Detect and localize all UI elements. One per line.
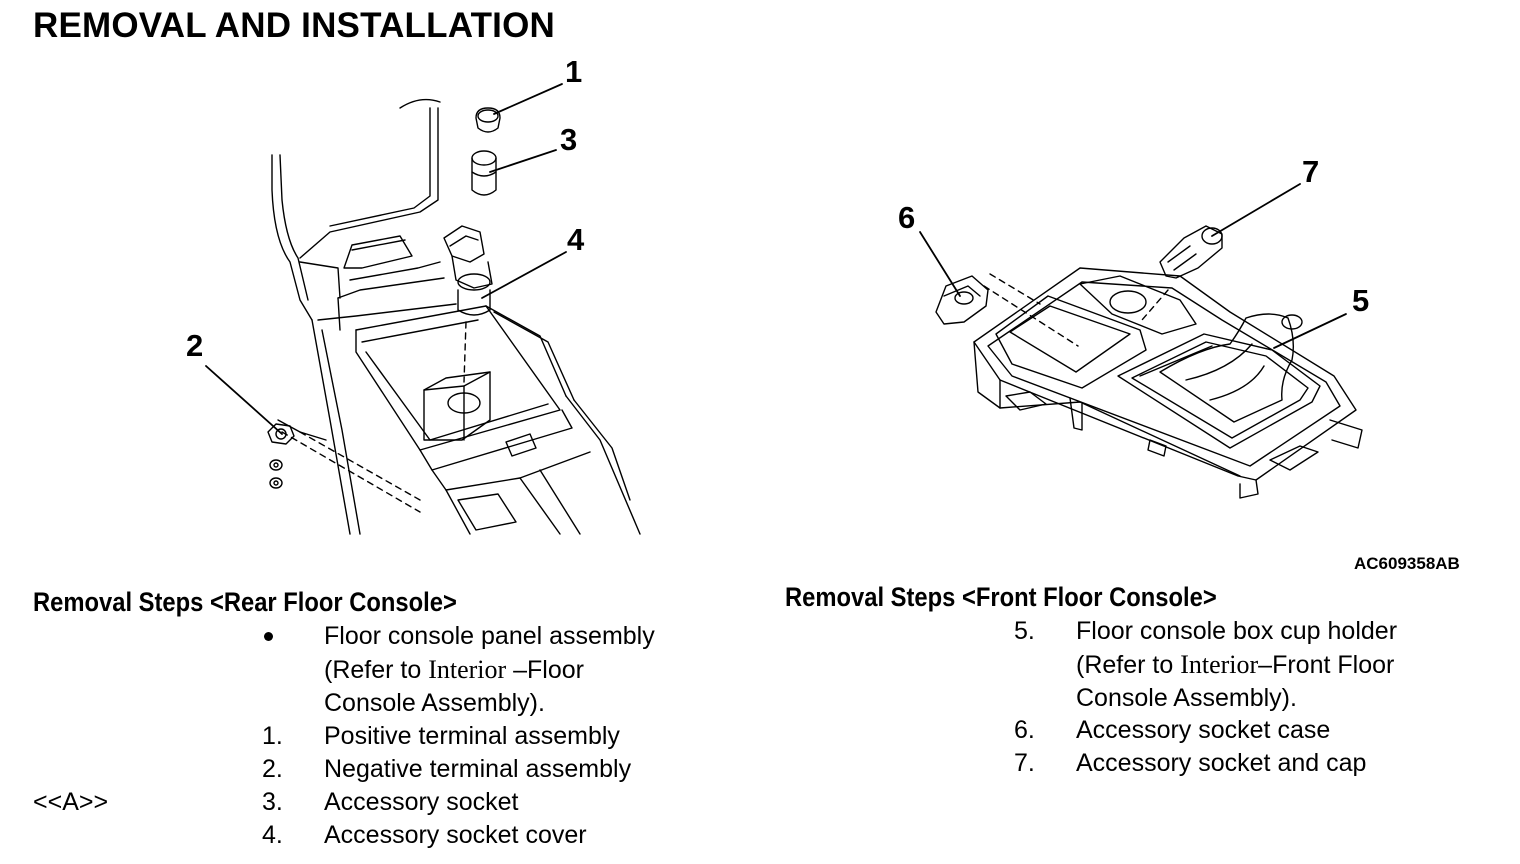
callout-6: 6 [898,200,915,235]
step-line: Console Assembly). [324,689,545,717]
front-ref-c: –Front Floor [1258,651,1395,679]
step-number: 4. [262,821,283,849]
step-label: Accessory socket [324,788,519,816]
rear-step-2: 2. Negative terminal assembly [0,753,760,786]
step-label: Accessory socket case [1076,716,1331,744]
callout-1: 1 [565,54,582,89]
callout-5: 5 [1352,283,1369,318]
rear-floor-console-drawing [267,98,641,535]
step-line-ref: (Refer to Interior–Front Floor [1076,648,1397,682]
step-number: 3. [262,788,283,816]
bullet-icon [264,620,273,653]
front-step-6: 6. Accessory socket case [780,714,1500,747]
step-number: 1. [262,722,283,750]
step-line: Console Assembly). [1076,684,1297,712]
step-number: 5. [1014,617,1035,645]
front-floor-console-drawing [935,225,1363,499]
front-ref-b: Interior [1180,650,1259,679]
step-line: Floor console panel assembly [324,622,655,650]
installation-note-ref: <<A>> [33,788,109,816]
callout-3: 3 [560,122,577,157]
page-title: REMOVAL AND INSTALLATION [33,6,555,45]
front-steps-heading: Removal Steps <Front Floor Console> [785,582,1217,612]
step-line-ref: (Refer to Interior –Floor [324,653,655,687]
callout-7: 7 [1302,154,1319,189]
step-number: 2. [262,755,283,783]
rear-step-1: 1. Positive terminal assembly [0,720,760,753]
step-number: 7. [1014,749,1035,777]
step-label: Negative terminal assembly [324,755,632,783]
exploded-view-illustration: 1 2 3 4 5 6 7 [186,54,1369,535]
figure-code: AC609358AB [1354,554,1460,573]
rear-step-prereq: Floor console panel assembly (Refer to I… [0,620,760,720]
callout-4: 4 [567,222,585,257]
step-label: Accessory socket and cap [1076,749,1367,777]
callout-2: 2 [186,328,203,363]
step-line-ref-b: Interior [428,655,507,684]
rear-step-3: <<A>> 3. Accessory socket [0,786,760,819]
step-line-ref-a: (Refer to [324,656,429,684]
step-label: Positive terminal assembly [324,722,620,750]
step-line: Floor console box cup holder [1076,617,1398,645]
step-number: 6. [1014,716,1035,744]
front-ref-a: (Refer to [1076,651,1181,679]
front-step-7: 7. Accessory socket and cap [780,747,1500,780]
rear-step-4: 4. Accessory socket cover [0,819,760,852]
rear-steps-heading: Removal Steps <Rear Floor Console> [33,587,457,617]
front-step-5: 5. Floor console box cup holder (Refer t… [780,615,1500,715]
step-line-ref-c: –Floor [506,656,584,684]
step-label: Accessory socket cover [324,821,587,849]
